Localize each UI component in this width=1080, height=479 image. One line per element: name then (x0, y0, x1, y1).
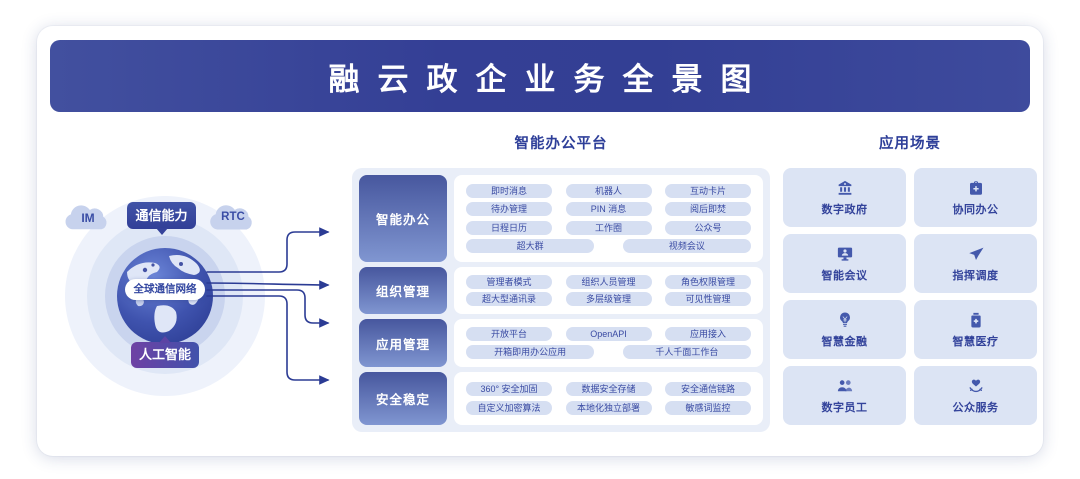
feature-pill: 管理者模式 (466, 274, 552, 289)
im-label: IM (81, 211, 95, 225)
pill-row: 日程日历工作圈公众号 (466, 220, 751, 235)
communication-capability-badge: 通信能力 (127, 202, 196, 229)
finance-icon (836, 311, 854, 329)
public-service-icon (967, 377, 985, 395)
scenario-tile: 数字员工 (783, 366, 906, 425)
feature-pill: 开放平台 (466, 327, 552, 342)
category-label: 安全稳定 (359, 372, 447, 425)
pill-row: 管理者模式组织人员管理角色权限管理 (466, 274, 751, 289)
scenario-tile: 公众服务 (914, 366, 1037, 425)
scenarios-section-title: 应用场景 (879, 136, 941, 152)
feature-pill: 应用接入 (665, 327, 751, 342)
feature-pill: 视频会议 (622, 239, 751, 254)
feature-pill: 可见性管理 (665, 292, 751, 307)
feature-panel: 开放平台 OpenAPI 应用接入开箱即用办公应用 千人千面工作台 (454, 319, 763, 368)
feature-panel: 管理者模式组织人员管理角色权限管理超大型通讯录多层级管理可见性管理 (454, 266, 763, 315)
scenario-label: 智慧金融 (821, 335, 868, 348)
ai-badge: 人工智能 (131, 342, 199, 368)
scenario-grid: 数字政府 协同办公智能会议 指挥调度智慧金融 智慧医疗数字员工 公众服务 (783, 168, 1037, 425)
flow-arrows (206, 227, 330, 385)
feature-pill: 公众号 (665, 220, 751, 235)
feature-pill: 本地化独立部署 (565, 401, 652, 416)
feature-pill: 日程日历 (466, 220, 552, 235)
feature-pill: OpenAPI (565, 327, 652, 342)
feature-pill: 数据安全存储 (565, 381, 652, 396)
title-banner: 融云政企业务全景图 (50, 40, 1030, 112)
feature-pill: PIN 消息 (565, 202, 652, 217)
feature-pill: 360° 安全加固 (466, 381, 552, 396)
platform-row: 应用管理 开放平台 OpenAPI 应用接入开箱即用办公应用 千人千面工作台 (359, 319, 763, 368)
pill-row: 360° 安全加固数据安全存储安全通信链路 (466, 381, 751, 396)
category-label: 应用管理 (359, 319, 447, 368)
feature-pill: 安全通信链路 (665, 381, 751, 396)
scenario-tile: 指挥调度 (914, 234, 1037, 293)
scenario-label: 协同办公 (952, 203, 999, 216)
category-label: 智能办公 (359, 175, 447, 262)
feature-pill: 超大群 (466, 239, 595, 254)
rtc-cloud: RTC (205, 203, 261, 234)
cloud-icon (65, 205, 107, 230)
scenario-tile: 智慧金融 (783, 300, 906, 359)
global-network-label: 全球通信网络 (125, 279, 205, 300)
feature-pill: 敏感词监控 (665, 401, 751, 416)
feature-pill: 工作圈 (565, 220, 652, 235)
feature-pill: 多层级管理 (565, 292, 652, 307)
pill-row: 开箱即用办公应用 千人千面工作台 (466, 345, 751, 360)
feature-pill: 超大型通讯录 (466, 292, 552, 307)
feature-pill: 角色权限管理 (665, 274, 751, 289)
scenario-tile: 智慧医疗 (914, 300, 1037, 359)
pill-row: 自定义加密算法本地化独立部署敏感词监控 (466, 401, 751, 416)
scenario-label: 智慧医疗 (952, 335, 999, 348)
page-title: 融云政企业务全景图 (328, 61, 770, 97)
scenario-tile: 协同办公 (914, 168, 1037, 227)
feature-pill: 互动卡片 (665, 183, 751, 198)
im-cloud: IM (61, 203, 115, 234)
pill-row: 即时消息机器人互动卡片 (466, 183, 751, 198)
category-label: 组织管理 (359, 266, 447, 315)
feature-panel: 360° 安全加固数据安全存储安全通信链路自定义加密算法本地化独立部署敏感词监控 (454, 372, 763, 425)
feature-pill: 待办管理 (466, 202, 552, 217)
pill-row: 开放平台 OpenAPI 应用接入 (466, 327, 751, 342)
briefcase-icon (967, 179, 985, 197)
platform-section-title: 智能办公平台 (514, 136, 608, 152)
scenario-label: 指挥调度 (952, 269, 999, 282)
platform-row: 组织管理管理者模式组织人员管理角色权限管理超大型通讯录多层级管理可见性管理 (359, 266, 763, 315)
scenario-label: 数字政府 (821, 203, 868, 216)
medical-icon (967, 311, 985, 329)
employees-icon (836, 377, 854, 395)
scenario-label: 数字员工 (821, 401, 868, 414)
pill-row: 待办管理 PIN 消息阅后即焚 (466, 202, 751, 217)
feature-pill: 即时消息 (466, 183, 552, 198)
scenario-label: 智能会议 (821, 269, 868, 282)
cloud-icon (210, 205, 252, 230)
pill-row: 超大群 视频会议 (466, 239, 751, 254)
scenario-label: 公众服务 (952, 401, 999, 414)
feature-pill: 组织人员管理 (565, 274, 652, 289)
dispatch-icon (967, 245, 985, 263)
feature-pill: 千人千面工作台 (622, 345, 751, 360)
scenario-tile: 数字政府 (783, 168, 906, 227)
pill-row: 超大型通讯录多层级管理可见性管理 (466, 292, 751, 307)
feature-pill: 机器人 (565, 183, 652, 198)
scenario-tile: 智能会议 (783, 234, 906, 293)
feature-pill: 阅后即焚 (665, 202, 751, 217)
meeting-icon (836, 245, 854, 263)
feature-pill: 自定义加密算法 (466, 401, 552, 416)
panorama-card: 融云政企业务全景图 智能办公平台 应用场景 (37, 26, 1043, 456)
government-icon (836, 179, 854, 197)
feature-pill: 开箱即用办公应用 (466, 345, 595, 360)
rtc-label: RTC (221, 211, 245, 223)
